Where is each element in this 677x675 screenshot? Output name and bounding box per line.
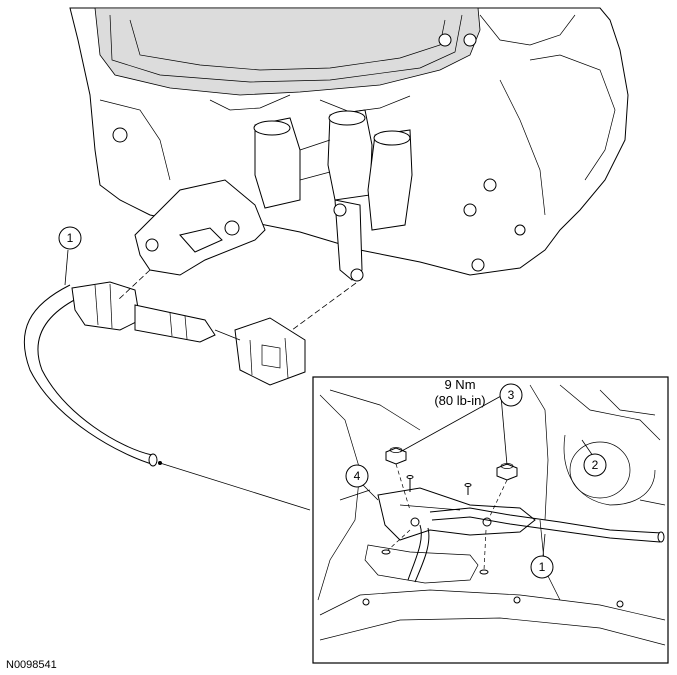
shift-cable: [23, 281, 306, 467]
alignment-lines: [117, 269, 357, 511]
figure-id: N0098541: [6, 659, 57, 671]
callout-3-circle: [499, 383, 523, 407]
callout-2-circle: [583, 453, 607, 477]
solenoid-cylinders: [253, 109, 413, 231]
callout-1-main: 1: [58, 226, 82, 286]
callout-1-inset-circle: [530, 555, 554, 579]
callout-4-circle: [345, 464, 369, 488]
callout-1-main-number: 1: [67, 231, 74, 245]
torque-value-lbin: (80 lb-in): [434, 393, 485, 408]
callout-2-number: 2: [592, 458, 599, 472]
callout-4-number: 4: [354, 469, 361, 483]
shift-bracket: [134, 179, 364, 282]
torque-value-nm: 9 Nm: [444, 377, 475, 392]
callout-3-number: 3: [508, 388, 515, 402]
callout-1-inset-number: 1: [539, 560, 546, 574]
detail-inset: 9 Nm (80 lb-in) 3 4 2 1: [312, 376, 669, 664]
